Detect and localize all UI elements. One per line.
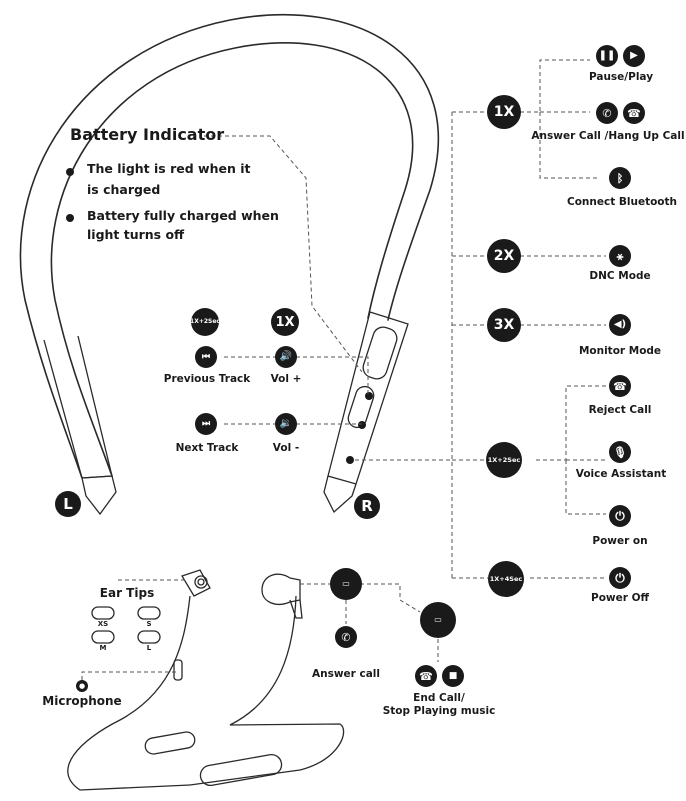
press-1x-4sec-label: 1X+4Sec — [489, 574, 523, 583]
end-call-label-line-1: End Call/ — [413, 692, 465, 704]
press-1x-label: 1X — [493, 104, 515, 120]
battery-note-1-line-1: The light is red when it — [87, 161, 251, 176]
previous-track-icon: ⏮ — [195, 346, 217, 368]
ear-tip-sizes — [91, 606, 161, 644]
press-1x-2sec-label: 1X+2Sec — [190, 318, 220, 325]
press-1x-2sec-badge: 1X+2Sec — [190, 308, 220, 336]
hang-up-icon: ☎ — [623, 102, 645, 124]
power-off-label: Power Off — [591, 592, 649, 604]
end-call-label-line-2: Stop Playing music — [382, 705, 496, 717]
press-1x-2sec-badge: 1X+2Sec — [486, 442, 522, 478]
connect-bluetooth-label: Connect Bluetooth — [566, 196, 678, 208]
power-on-label: Power on — [592, 535, 648, 547]
volume-up-icon: 🔊 — [275, 346, 297, 368]
press-2x-badge: 2X — [487, 239, 521, 273]
end-call-icon: ☎ — [415, 665, 437, 687]
battery-indicator-title: Battery Indicator — [70, 125, 225, 144]
next-track-label: Next Track — [175, 442, 239, 454]
press-2x-label: 2X — [493, 248, 515, 264]
press-1x-2sec-label: 1X+2Sec — [487, 455, 521, 464]
answer-call-icon: ✆ — [335, 626, 357, 648]
ear-tip-size-s: S — [146, 620, 152, 628]
left-marker-label: L — [63, 494, 73, 513]
right-side-marker: R — [354, 493, 380, 519]
dnc-icon: ⚹ — [609, 245, 631, 267]
voice-assistant-label: Voice Assistant — [575, 468, 667, 480]
neckband-outline — [19, 13, 440, 479]
reject-call-label: Reject Call — [588, 404, 652, 416]
press-3x-badge: 3X — [487, 308, 521, 342]
left-side-marker: L — [55, 491, 81, 517]
function-spine — [355, 111, 488, 579]
dnc-mode-label: DNC Mode — [589, 270, 651, 282]
battery-note-2-line-1: Battery fully charged when — [87, 208, 279, 223]
earphone-set-illustration — [67, 569, 345, 791]
ear-tips-title: Ear Tips — [99, 586, 155, 600]
monitor-icon: ◀) — [609, 314, 631, 336]
ear-tip-size-m: M — [99, 644, 107, 652]
inline-remote-icon: ▭ — [330, 568, 362, 600]
previous-track-label: Previous Track — [163, 373, 251, 385]
press-1x-badge: 1X — [487, 95, 521, 129]
pause-icon: ❚❚ — [596, 45, 618, 67]
vol-down-label: Vol - — [272, 442, 300, 454]
right-marker-label: R — [361, 496, 373, 515]
microphone-icon: ● — [76, 680, 88, 692]
power-icon: ⏻ — [609, 505, 631, 527]
answer-call-icon: ✆ — [596, 102, 618, 124]
answer-hangup-label: Answer Call /Hang Up Call — [531, 130, 685, 142]
next-track-icon: ⏭ — [195, 413, 217, 435]
right-arm-control-pod — [323, 311, 409, 514]
battery-note-1-line-2: is charged — [87, 182, 161, 197]
vol-up-label: Vol + — [270, 373, 302, 385]
left-arm — [43, 335, 117, 516]
pause-play-label: Pause/Play — [588, 71, 654, 83]
play-icon: ▶ — [623, 45, 645, 67]
battery-connector — [204, 135, 363, 373]
press-1x-4sec-badge: 1X+4Sec — [488, 561, 524, 597]
press-1x-label: 1X — [275, 314, 295, 330]
microphone-icon: 🎙 — [609, 441, 631, 463]
stop-icon: ■ — [442, 665, 464, 687]
reject-call-icon: ☎ — [609, 375, 631, 397]
battery-note-2-line-2: light turns off — [87, 227, 185, 242]
bluetooth-icon: ᛒ — [609, 167, 631, 189]
volume-down-icon: 🔉 — [275, 413, 297, 435]
microphone-label: Microphone — [42, 694, 122, 708]
ear-tip-size-xs: XS — [97, 620, 109, 628]
answer-call-label: Answer call — [311, 668, 381, 680]
ear-tip-size-l: L — [146, 644, 152, 652]
inline-remote-icon: ▭ — [420, 602, 456, 638]
bullet-icon — [66, 168, 74, 176]
power-icon: ⏻ — [609, 567, 631, 589]
press-3x-label: 3X — [493, 317, 515, 333]
press-1x-badge: 1X — [271, 308, 299, 336]
bullet-icon — [66, 214, 74, 222]
monitor-mode-label: Monitor Mode — [578, 345, 662, 357]
